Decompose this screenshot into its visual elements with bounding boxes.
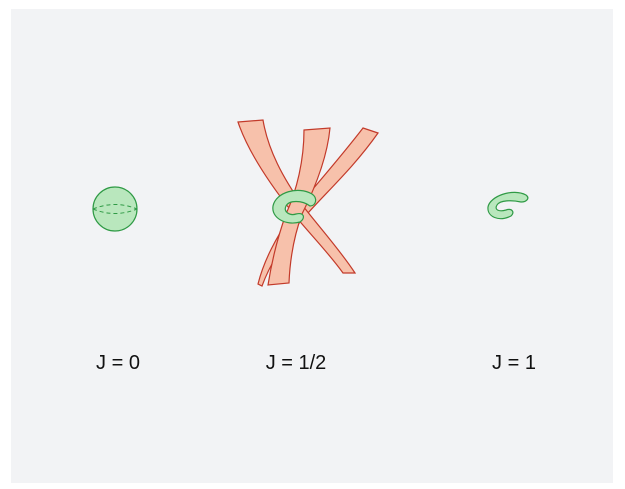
spin-tube-j1 [488,192,528,218]
curl-j1 [488,192,528,218]
label-j-half: J = 1/2 [266,352,327,375]
label-j0: J = 0 [96,352,140,375]
ribbons-j12 [238,120,378,286]
label-j1: J = 1 [492,352,536,375]
sphere-j0 [93,187,137,231]
sphere-body [93,187,137,231]
